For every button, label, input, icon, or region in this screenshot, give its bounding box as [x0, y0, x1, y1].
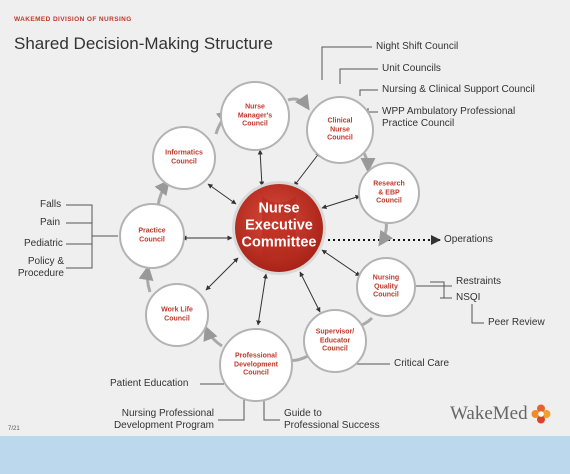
annotation-patient-education: Patient Education: [110, 378, 189, 389]
council-label-nurse-manager: Nurse Manager's Council: [237, 103, 273, 128]
connector-clinical-nurse: [293, 151, 321, 187]
logo-text: WakeMed: [450, 403, 528, 424]
annotation-nsqi: NSQI: [456, 292, 481, 303]
page-title: Shared Decision-Making Structure: [14, 34, 273, 53]
annotation-nursing-professional-development: Nursing Professional Development Program: [113, 408, 214, 431]
annotation-guide: Guide to Professional Success: [284, 408, 380, 431]
circle-practice: [119, 203, 185, 269]
council-label-work-life: Work Life Council: [161, 306, 193, 323]
connector-nurse-manager: [257, 149, 265, 187]
circle-nurse-manager: [220, 81, 290, 151]
connector-supervisor: [299, 271, 321, 313]
council-circles: [119, 81, 420, 402]
center-label: Nurse Executive Committee: [241, 200, 317, 251]
annotation-night-shift: Night Shift Council: [376, 41, 459, 52]
council-label-clinical-nurse: Clinical Nurse Council: [327, 117, 353, 142]
connector-research-ebp: [321, 194, 361, 210]
annotation-unit-councils: Unit Councils: [382, 63, 441, 74]
council-label-informatics: Informatics Council: [165, 149, 203, 166]
annotation-peer-review: Peer Review: [488, 317, 545, 328]
circle-supervisor-educator: [303, 309, 367, 373]
annotation-pediatric: Pediatric: [24, 238, 63, 249]
connector-informatics: [207, 183, 237, 205]
connector-nursing-quality: [321, 249, 361, 277]
annotation-policy: Policy & Procedure: [17, 256, 64, 279]
circle-professional-development: [219, 328, 293, 402]
council-label-nursing-quality: Nursing Quality Council: [372, 274, 400, 299]
connector-work-life: [205, 257, 239, 291]
annotation-nursing-clinical-support: Nursing & Clinical Support Council: [382, 84, 535, 95]
connector-professional-development: [256, 273, 268, 326]
circle-work-life: [145, 283, 209, 347]
annotation-critical-care: Critical Care: [394, 358, 450, 369]
annotation-pain: Pain: [40, 217, 61, 228]
annotation-falls: Falls: [40, 199, 62, 210]
wakemed-logo: WakeMed: [450, 403, 551, 425]
logo-flower-icon: [531, 404, 551, 424]
circle-clinical-nurse: [306, 96, 374, 164]
circle-nursing-quality: [356, 257, 416, 317]
annotation-operations: Operations: [444, 234, 493, 245]
annotation-restraints: Restraints: [456, 276, 502, 287]
annotation-wpp: WPP Ambulatory Professional Practice Cou…: [382, 106, 516, 129]
center-circle: [232, 181, 326, 275]
diagram-canvas: [66, 46, 484, 421]
circle-research-ebp: [358, 162, 420, 224]
slide-number: 7/21: [8, 426, 20, 432]
header-kicker: WAKEMED DIVISION OF NURSING: [14, 16, 132, 23]
council-label-professional-development: Professional Development Council: [234, 352, 278, 377]
council-label-research-ebp: Research & EBP Council: [373, 180, 405, 205]
council-label-supervisor-educator: Supervisor/ Educator Council: [315, 328, 355, 353]
circle-informatics: [152, 126, 216, 190]
annotation-lines: [66, 46, 484, 421]
bottom-band: [0, 436, 570, 474]
council-label-practice: Practice Council: [138, 227, 166, 244]
